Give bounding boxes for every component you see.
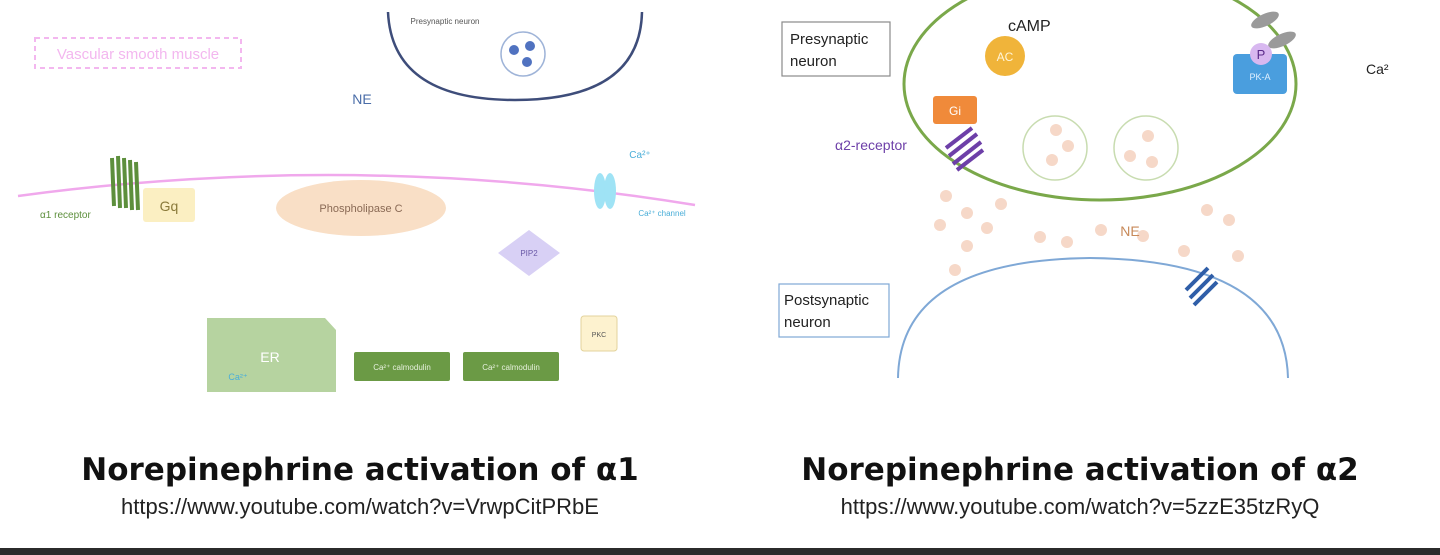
presynaptic-neuron-label: Presynaptic neuron [411,17,480,26]
alpha1-receptor-label: α1 receptor [40,210,91,221]
alpha2-receptor-label: α2-receptor [835,137,907,153]
alpha2-receptor-icon [944,126,985,172]
postsynaptic-neuron-outline [897,256,1289,379]
vesicle [1022,115,1088,181]
vascular-label-box [34,37,242,69]
vesicle-dot [525,41,535,51]
er-calcium-label: Ca²⁺ [228,372,248,382]
presynaptic-label-line2: neuron [790,53,837,70]
phosphate-label: P [1257,47,1266,62]
gq-label: Gq [160,198,179,214]
calcium-channel-icon [594,173,616,209]
pka-label: PK-A [1249,72,1270,82]
calmodulin-2-label: Ca²⁺ calmodulin [482,363,540,372]
vesicle [1113,115,1179,181]
norepinephrine-molecules [934,190,1244,276]
phospholipase-c [276,180,446,236]
protein-kinase-a [1233,54,1287,94]
calcium-label: Ca² [1366,61,1389,77]
camp-label: cAMP [1008,18,1051,35]
vesicle [500,31,546,77]
alpha1-diagram-panel: Vascular smooth muscle Presynaptic neuro… [0,0,720,440]
er-label: ER [260,349,279,365]
pkc-label: PKC [592,332,606,339]
postsynaptic-label-line1: Postsynaptic [784,292,870,309]
presynaptic-neuron-outline [386,11,644,102]
pip2 [498,230,560,276]
pkc [580,315,618,352]
alpha2-diagram-panel: Presynaptic neuron cAMP AC PK-A P Ca² Gi… [720,0,1440,440]
calmodulin-2 [463,352,559,381]
calmodulin-1-label: Ca²⁺ calmodulin [373,363,431,372]
alpha2-title: Norepinephrine activation of α2 [801,452,1359,488]
ne-label: NE [352,91,371,107]
vesicle-dot [509,45,519,55]
alpha2-diagram: Presynaptic neuron cAMP AC PK-A P Ca² Gi… [778,0,1389,379]
alpha1-title: Norepinephrine activation of α1 [81,452,639,488]
endoplasmic-reticulum [207,318,336,392]
calcium-top-label: Ca²⁺ [629,150,650,161]
alpha1-video-link[interactable]: https://www.youtube.com/watch?v=VrwpCitP… [121,494,599,519]
bottom-divider [0,548,1440,555]
gi-label: Gi [949,104,961,118]
calmodulin-1 [354,352,450,381]
adenylyl-cyclase [985,36,1025,76]
phosphate-badge [1250,43,1272,65]
postsynaptic-label-line2: neuron [784,314,831,331]
vesicle-dot [522,57,532,67]
gi-protein [933,96,977,124]
channel-icon [1268,31,1296,49]
presynaptic-label-line1: Presynaptic [790,31,869,48]
presynaptic-label-box [781,21,891,77]
presynaptic-neuron-outline [902,0,1298,202]
gq-protein [143,188,195,222]
vascular-label: Vascular smooth muscle [57,46,219,63]
postsynaptic-label-box [778,283,890,338]
pip2-label: PIP2 [520,249,538,258]
ac-label: AC [997,50,1014,64]
alpha1-diagram: Vascular smooth muscle Presynaptic neuro… [17,11,696,392]
ne-label: NE [1120,223,1139,239]
channel-icon [1251,11,1279,29]
phospholipase-c-label: Phospholipase C [319,203,402,215]
alpha1-receptor-icon [110,155,140,211]
postsynaptic-receptor-icon [1184,266,1219,307]
alpha2-video-link[interactable]: https://www.youtube.com/watch?v=5zzE35tz… [840,494,1320,519]
calcium-channel-label: Ca²⁺ channel [638,209,686,218]
